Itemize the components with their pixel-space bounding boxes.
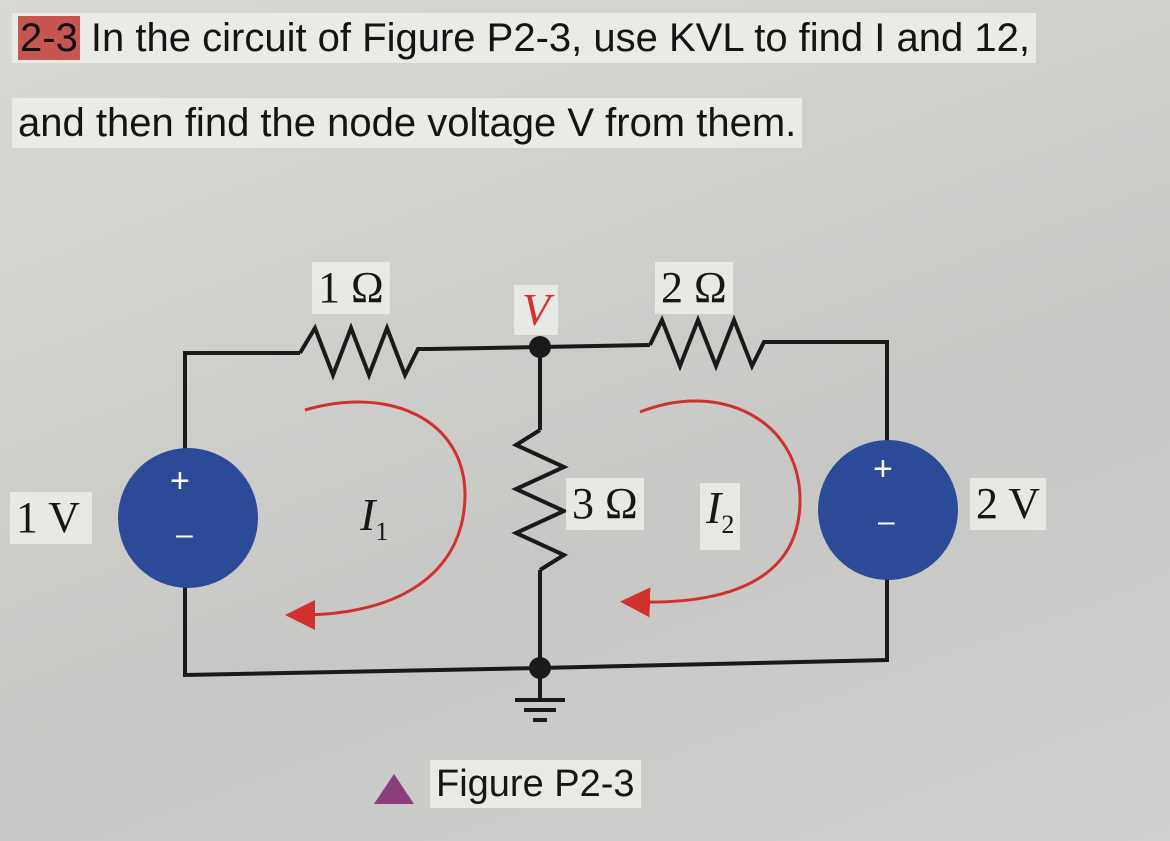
wire-node-to-r2: [539, 343, 651, 349]
resistor-2-label: 2 Ω: [655, 262, 733, 314]
figure-caption: Figure P2-3: [430, 760, 641, 808]
resistor-3-ohm: [511, 428, 569, 572]
resistor-1-label: 1 Ω: [312, 262, 390, 314]
loop-current-i2-label: I2: [700, 482, 741, 551]
caption-triangle-marker: [374, 774, 414, 804]
loop-i2-subscript: 2: [721, 510, 735, 540]
loop-i1-letter: I: [360, 489, 376, 540]
right-source-plus: +: [873, 450, 893, 488]
wire-right-bottom: [539, 560, 889, 670]
right-source-minus: –: [878, 505, 895, 538]
wire-left-bottom: [183, 565, 541, 678]
wire-top-left: [183, 351, 300, 470]
problem-statement-line-1: 2-3 In the circuit of Figure P2-3, use K…: [12, 13, 1036, 63]
loop-arrow-i1: [285, 400, 467, 630]
loop-i2-letter: I: [706, 482, 722, 533]
problem-text-line-1: In the circuit of Figure P2-3, use KVL t…: [79, 16, 1030, 60]
loop-current-i1-label: I1: [360, 490, 388, 557]
voltage-source-right: [818, 440, 958, 580]
problem-number: 2-3: [18, 16, 80, 60]
source-left-label: 1 V: [10, 492, 92, 544]
loop-arrow-i2: [620, 399, 802, 618]
source-right-label: 2 V: [970, 478, 1046, 530]
node-dot-ground: [529, 657, 551, 679]
left-source-plus: +: [170, 462, 190, 500]
loop-i1-subscript: 1: [375, 517, 389, 547]
node-voltage-label: V: [514, 285, 559, 335]
resistor-3-label: 3 Ω: [566, 478, 644, 530]
wire-top-right: [770, 340, 889, 465]
problem-text-line-2: and then find the node voltage V from th…: [18, 101, 797, 145]
ground-symbol: [515, 698, 565, 722]
left-source-minus: –: [176, 518, 193, 551]
voltage-source-left: [118, 448, 258, 588]
resistor-2-ohm: [648, 314, 770, 372]
wire-r1-to-node: [429, 345, 541, 351]
resistor-1-ohm: [298, 322, 430, 381]
problem-statement-line-2: and then find the node voltage V from th…: [12, 98, 803, 148]
circuit-wires: [183, 340, 889, 700]
node-dot-v: [529, 336, 551, 358]
